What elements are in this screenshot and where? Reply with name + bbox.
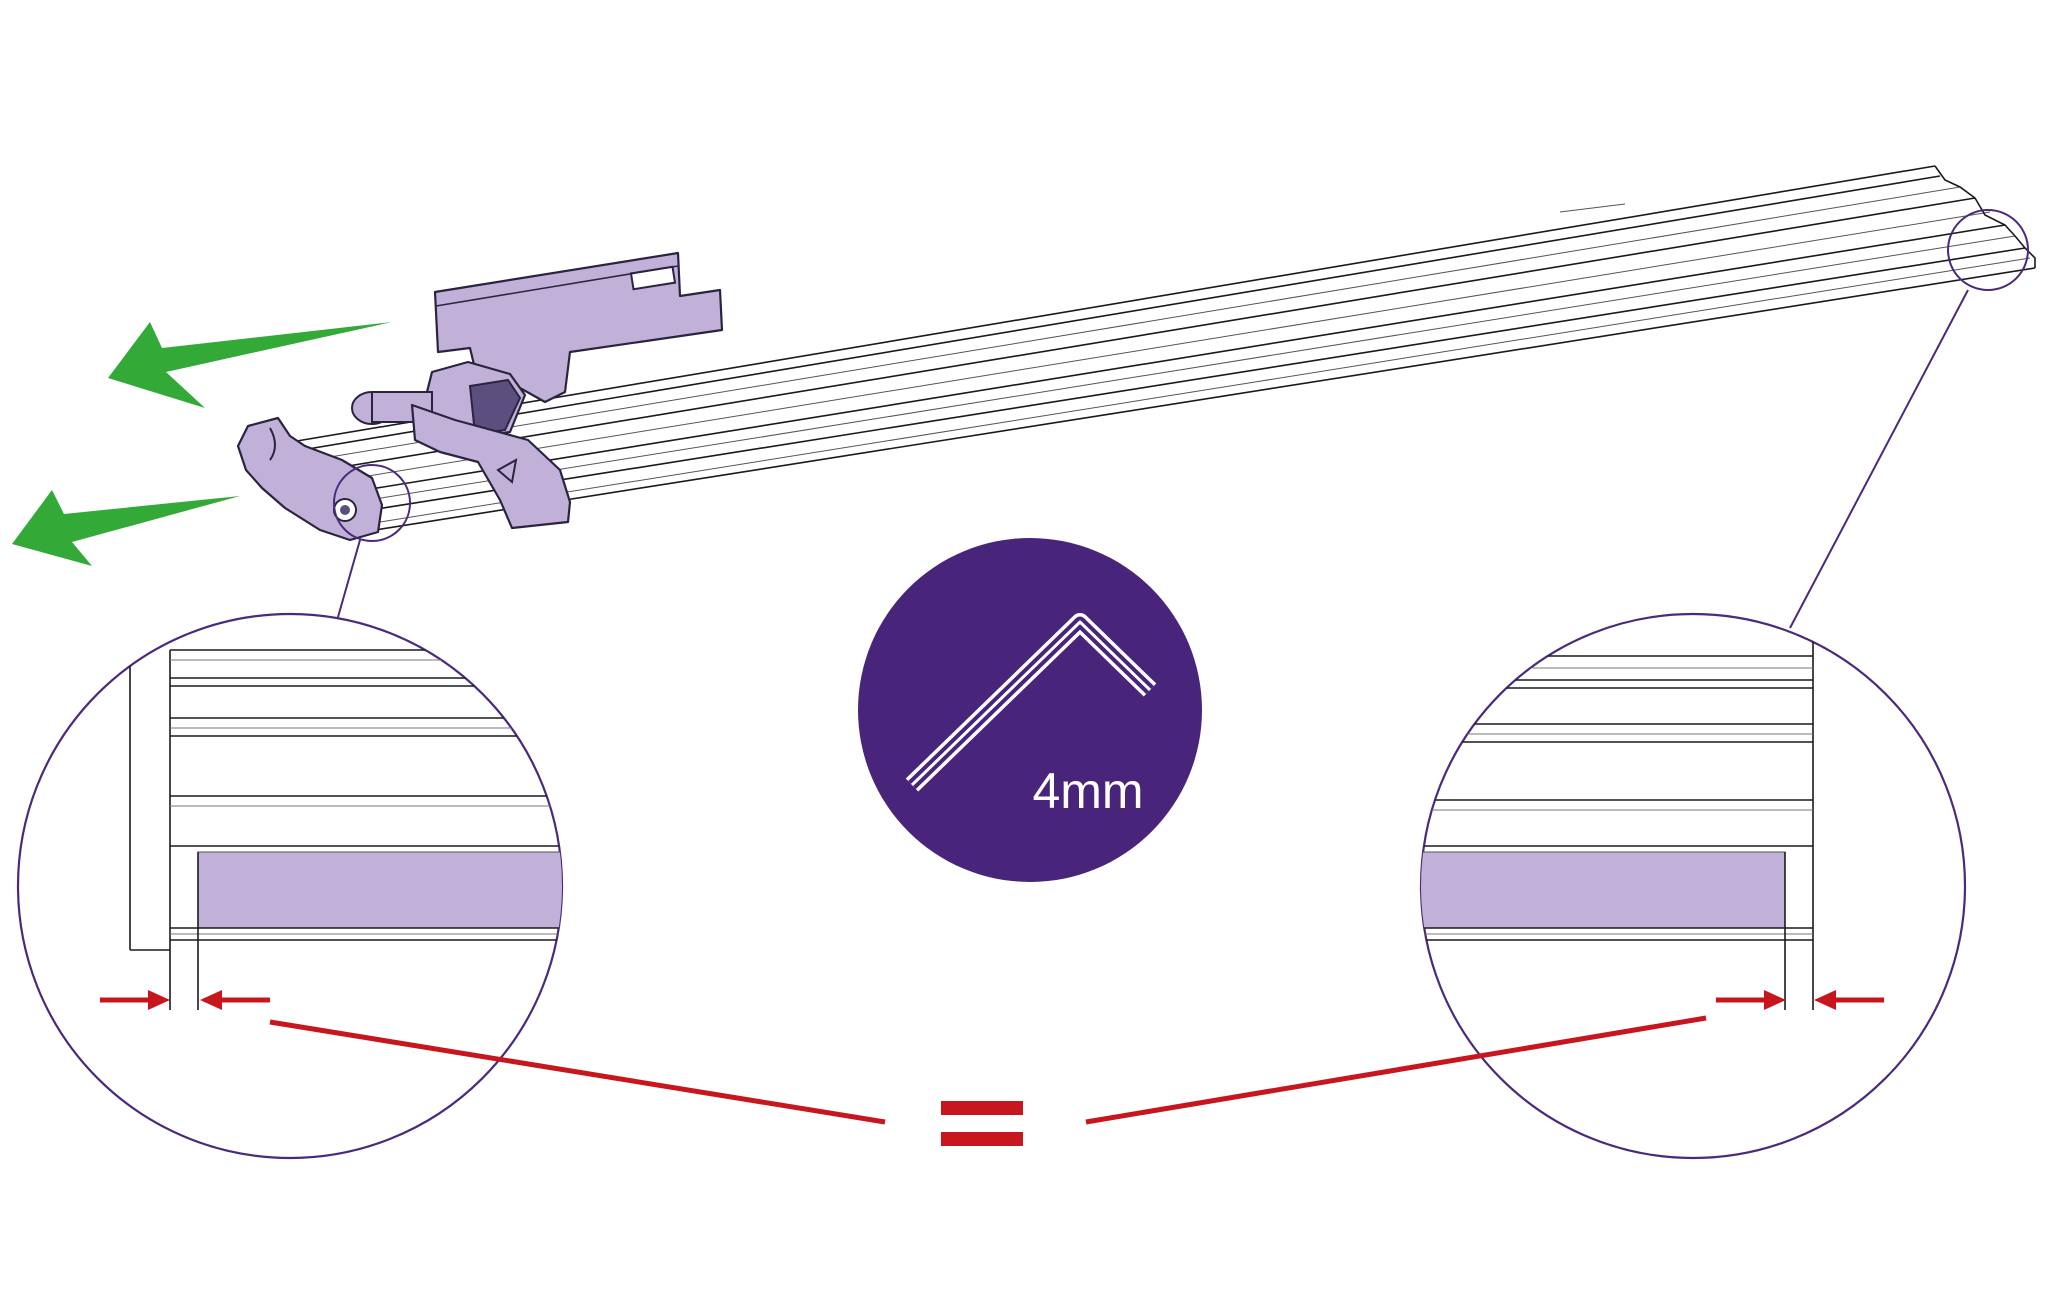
- carriage-assembly: [236, 251, 724, 542]
- detail-marker-left: [333, 464, 411, 618]
- equals-sign: [941, 1101, 1023, 1146]
- direction-arrow-upper: [108, 322, 392, 408]
- zoom-detail-left: [16, 612, 564, 1160]
- detail-marker-right: [1789, 209, 2029, 629]
- gap-dimension-right: [1716, 990, 1884, 1010]
- direction-arrow-lower: [12, 490, 240, 566]
- rail-profile: [284, 165, 2036, 531]
- equal-gap-connectors: [269, 1015, 1707, 1125]
- zoom-detail-right: [1419, 612, 1967, 1160]
- tool-size-label: 4mm: [1032, 763, 1143, 819]
- allen-key-icon: [905, 613, 1157, 792]
- gap-dimension-left: [100, 990, 270, 1010]
- tool-badge: 4mm: [858, 538, 1202, 882]
